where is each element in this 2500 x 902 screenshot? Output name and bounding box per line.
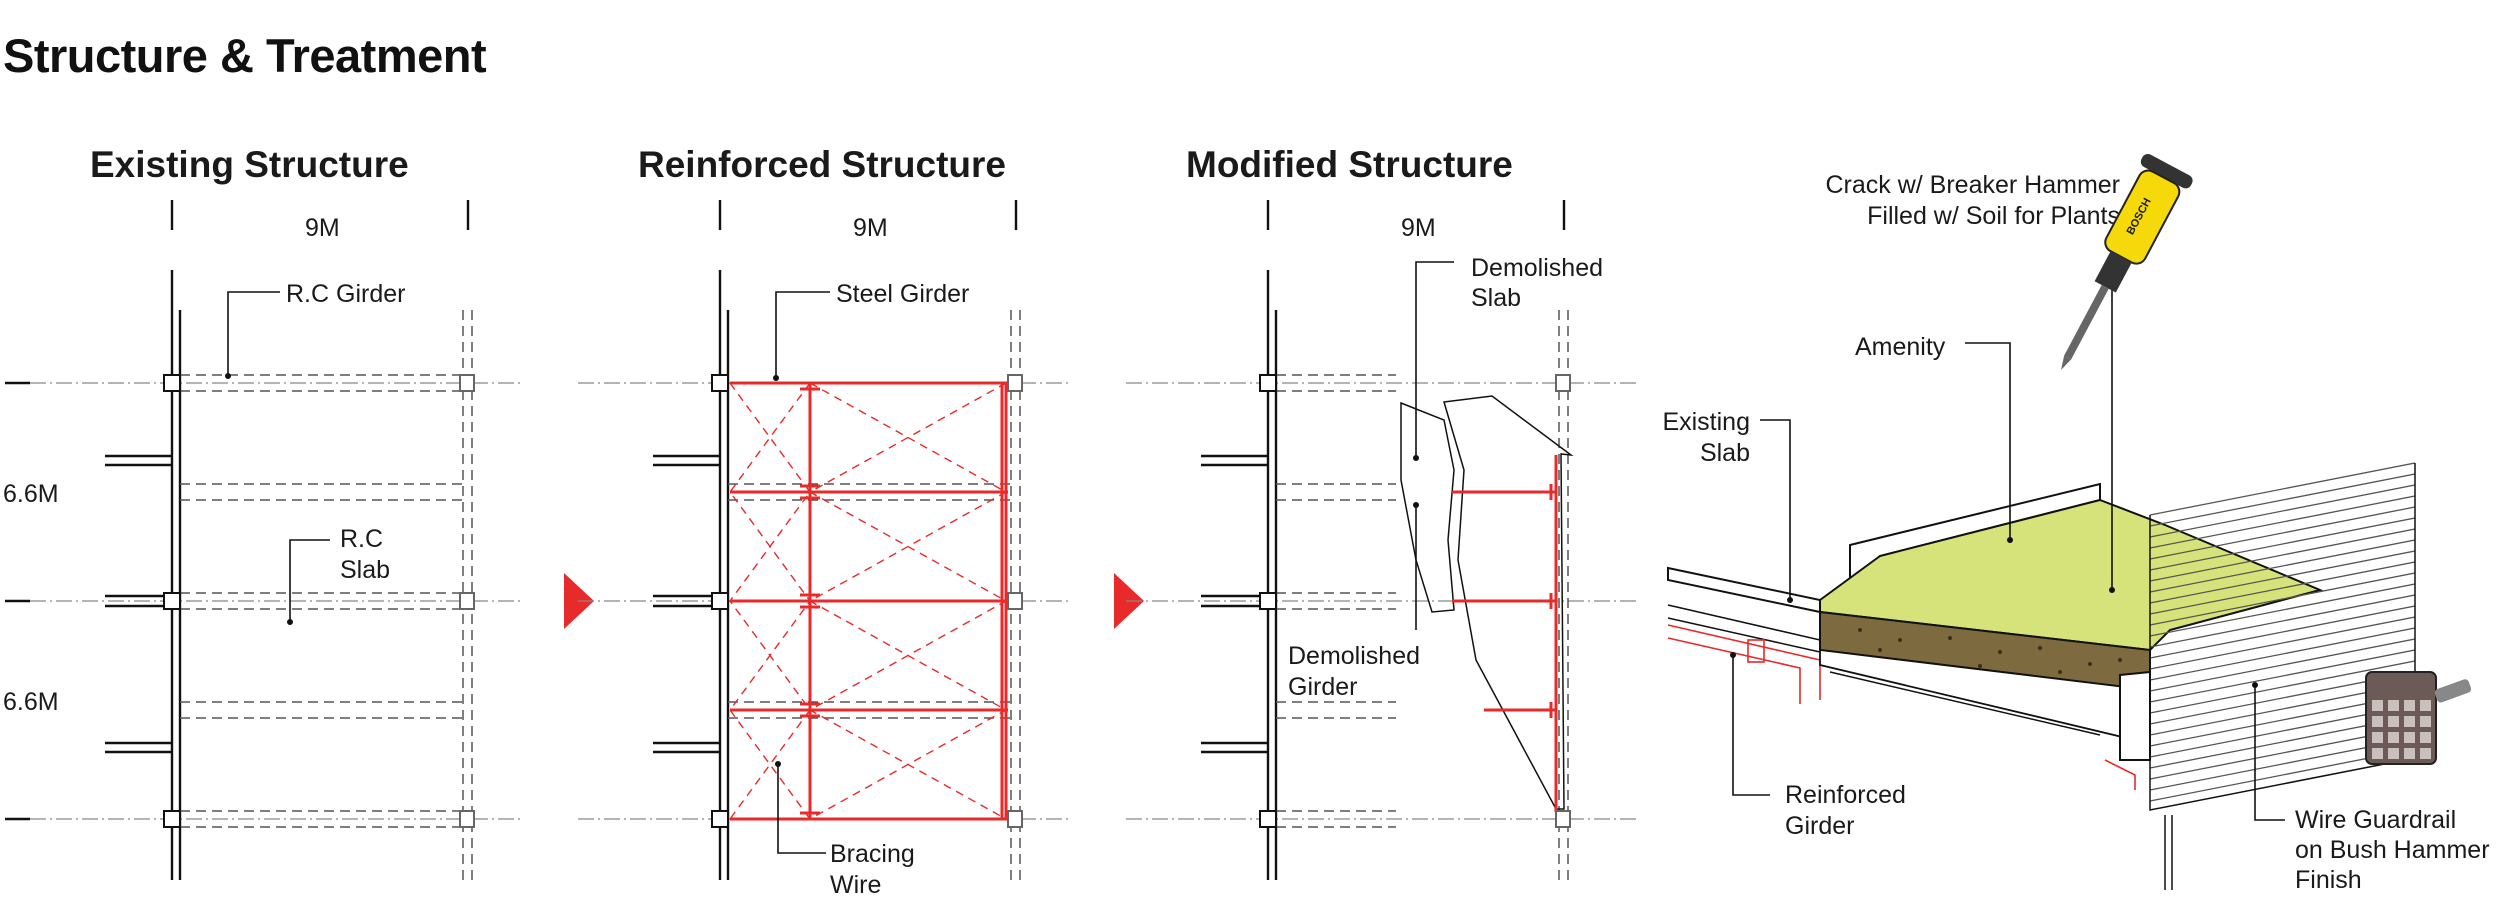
existing-span-dimension: 9M [305,214,340,242]
reinforced-structure-title: Reinforced Structure [638,144,1006,185]
bay-dimension-1: 6.6M [3,480,59,508]
reinforced-structure-panel: Reinforced Structure 9M [578,144,1068,899]
wire-guardrail-label-line1: Wire Guardrail [2295,806,2456,834]
existing-structure-title: Existing Structure [90,144,409,185]
bush-hammer-icon [2365,671,2472,765]
perspective-section-panel: Crack w/ Breaker Hammer Filled w/ Soil f… [1662,153,2490,894]
rc-girder-label: R.C Girder [286,280,405,308]
crack-label-line2: Filled w/ Soil for Plants [1867,202,2120,230]
steel-girder-label: Steel Girder [836,280,969,308]
reinforced-girder-label-line1: Reinforced [1785,781,1906,809]
modified-structure-panel: Modified Structure 9M [1126,144,1636,880]
demolished-girder-label-line2: Girder [1288,673,1357,701]
crack-label-line1: Crack w/ Breaker Hammer [1826,171,2121,199]
wire-guardrail-label-line3: Finish [2295,866,2362,894]
existing-slab-label-line2: Slab [1700,439,1750,467]
rc-slab-label-line1: R.C [340,525,383,553]
modified-structure-title: Modified Structure [1186,144,1513,185]
demolished-slab-label-line1: Demolished [1471,254,1603,282]
bay-dimension-2: 6.6M [3,688,59,716]
soil-speckles [1858,628,2122,674]
reinforced-girder-label-line2: Girder [1785,812,1854,840]
page-title: Structure & Treatment [3,29,487,82]
reinforced-span-dimension: 9M [853,214,888,242]
rc-slab-label-line2: Slab [340,556,390,584]
demolished-slab-label-line2: Slab [1471,284,1521,312]
bracing-wire-label-line2: Wire [830,871,881,899]
modified-span-dimension: 9M [1401,214,1436,242]
wire-guardrail [2149,462,2416,802]
breaker-hammer-icon: BOSCH [2061,153,2193,370]
wire-guardrail-label-line2: on Bush Hammer [2295,836,2490,864]
bracing-wire-label-line1: Bracing [830,840,915,868]
existing-structure-panel: Existing Structure 9M 6.6M 6.6M [3,144,520,880]
amenity-label: Amenity [1855,333,1946,361]
existing-slab-label-line1: Existing [1662,408,1750,436]
demolished-girder-label-line1: Demolished [1288,642,1420,670]
